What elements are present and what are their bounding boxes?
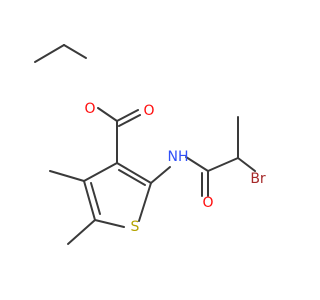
bond-ch-br — [237, 157, 256, 172]
bond-c2-n — [150, 166, 171, 184]
bond-c-ester-o-double-2 — [118, 114, 141, 127]
atom-o-carbonyl-amide: O — [202, 195, 213, 211]
atom-o-ether: O — [84, 101, 95, 117]
bond-c3-c2-a — [116, 162, 152, 184]
bond-c4-methyl — [49, 170, 85, 182]
bond-n-c-amide — [185, 156, 209, 172]
bonds — [34, 44, 256, 245]
atom-s-ring: S — [131, 219, 140, 235]
bond-o-ether-c-ester — [97, 107, 118, 122]
atom-br: Br — [250, 171, 266, 187]
bond-c3-c4 — [83, 162, 118, 182]
bond-c4-c5-a — [83, 180, 96, 221]
bond-c-ester-o-double-1 — [116, 109, 139, 122]
atom-labels: O O NH S O Br — [84, 101, 265, 235]
bond-c4-c5-b — [90, 182, 101, 215]
bond-ch2-o-ether — [63, 44, 87, 59]
bond-s-c2 — [138, 182, 152, 222]
bond-c-amide-ch — [207, 157, 239, 172]
bond-ch3-ch2 — [34, 44, 65, 63]
bond-c3-c2-b — [118, 169, 146, 186]
atom-n-amide: NH — [168, 149, 189, 165]
structure-svg: O O NH S O Br — [34, 44, 266, 245]
bond-c5-s — [94, 219, 125, 228]
bond-c5-methyl — [67, 219, 96, 245]
atom-o-carbonyl-ester: O — [143, 103, 154, 119]
molecule-diagram: O O NH S O Br — [34, 44, 266, 245]
